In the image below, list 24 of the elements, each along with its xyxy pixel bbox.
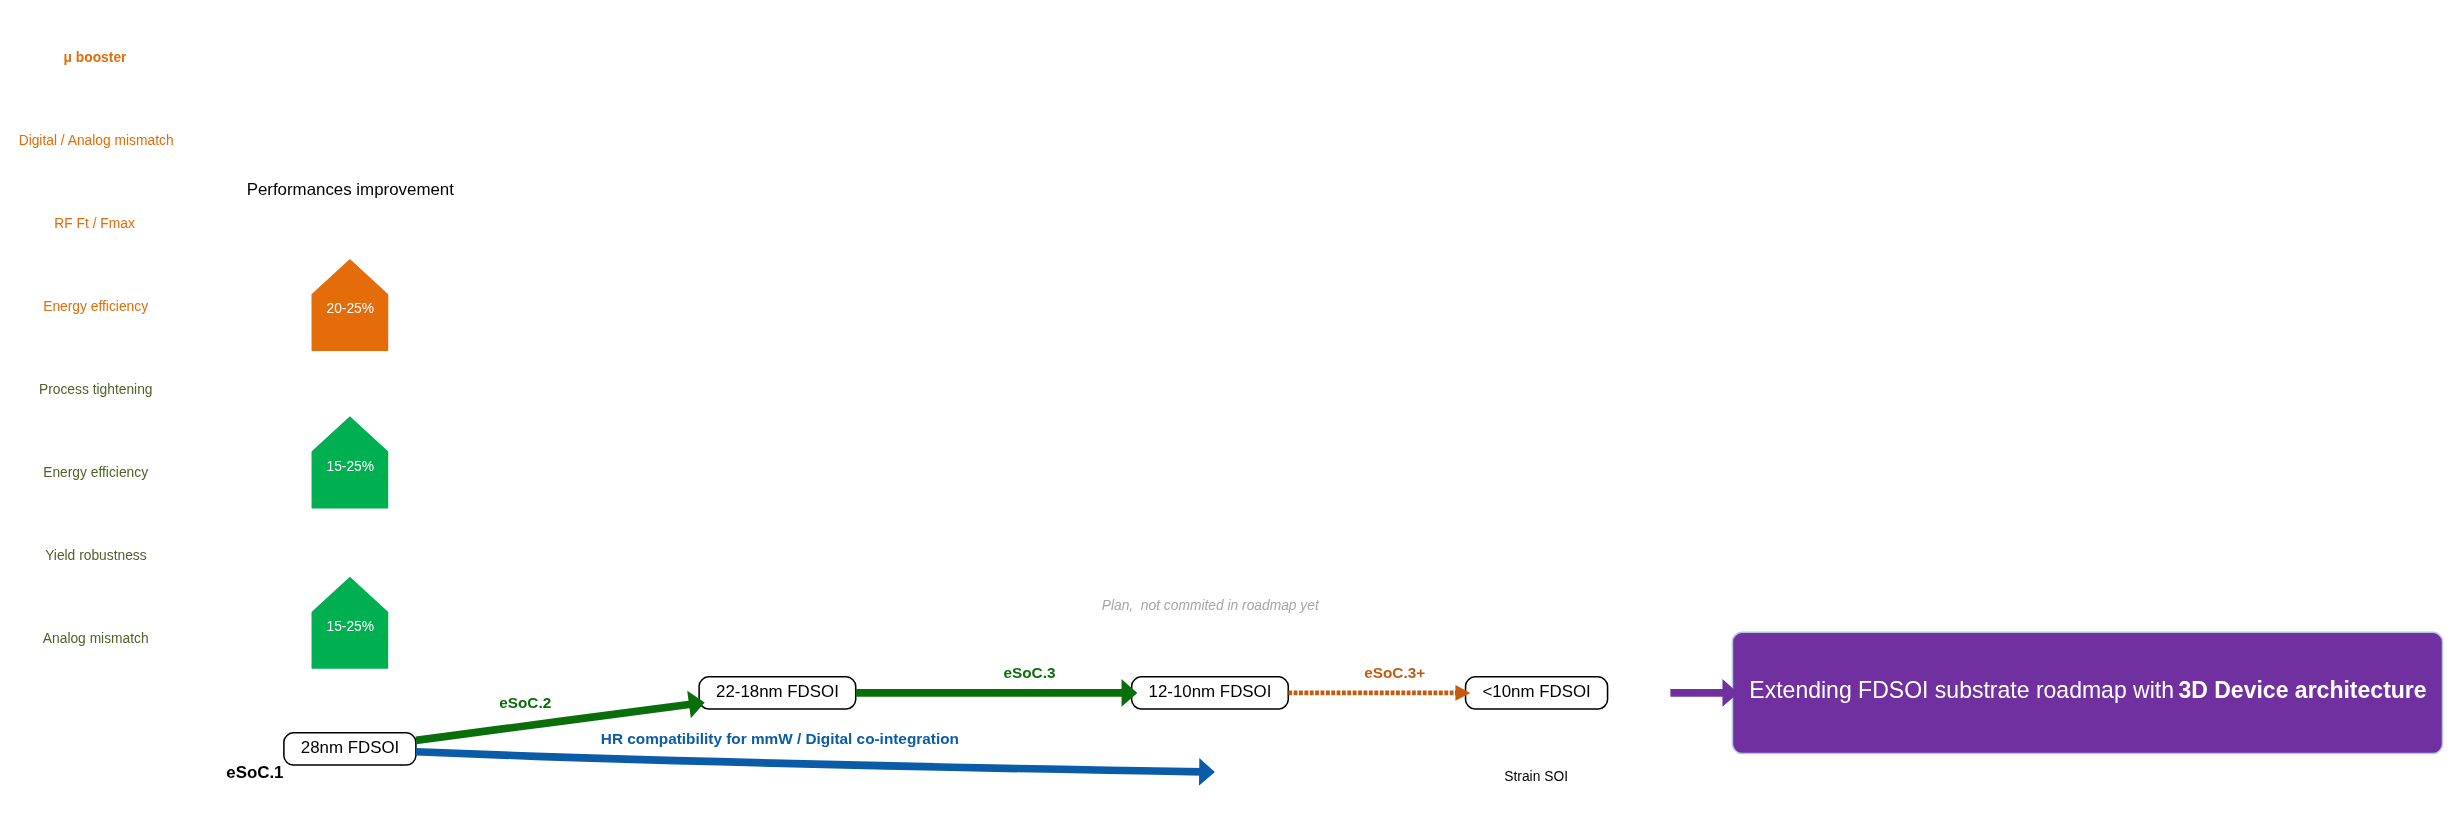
label: Digital / Analog mismatch	[18, 132, 174, 149]
label: Plan, not commited in roadmap yet	[1101, 597, 1319, 614]
arrow	[1288, 685, 1471, 701]
arrow	[415, 690, 705, 745]
node-box: Extending FDSOI substrate roadmap with 3D Device architecture	[1731, 631, 2444, 755]
edge-label: eSoC.3	[1003, 664, 1056, 682]
node-box: <10nm FDSOI	[1464, 676, 1609, 710]
edge-label: eSoC.3+	[1364, 664, 1426, 682]
node-box: 22-18nm FDSOI	[698, 676, 857, 710]
arrow	[415, 747, 1215, 786]
label: Energy efficiency	[43, 463, 149, 480]
label: Performances improvement	[246, 180, 454, 200]
label: RF Ft / Fmax	[54, 215, 135, 232]
label: Yield robustness	[45, 546, 147, 563]
node-label: eSoC.1	[226, 762, 284, 782]
label: Energy efficiency	[43, 297, 149, 314]
edge-label: HR compatibility for mmW / Digital co-integration	[600, 729, 959, 747]
label: Strain SOI	[1504, 768, 1568, 785]
label: Analog mismatch	[42, 629, 149, 646]
node-box: 28nm FDSOI	[283, 732, 417, 766]
label: Process tightening	[39, 380, 153, 397]
label: μ booster	[63, 48, 127, 65]
node-box: 12-10nm FDSOI	[1130, 676, 1289, 710]
edge-label: eSoC.2	[499, 693, 552, 711]
